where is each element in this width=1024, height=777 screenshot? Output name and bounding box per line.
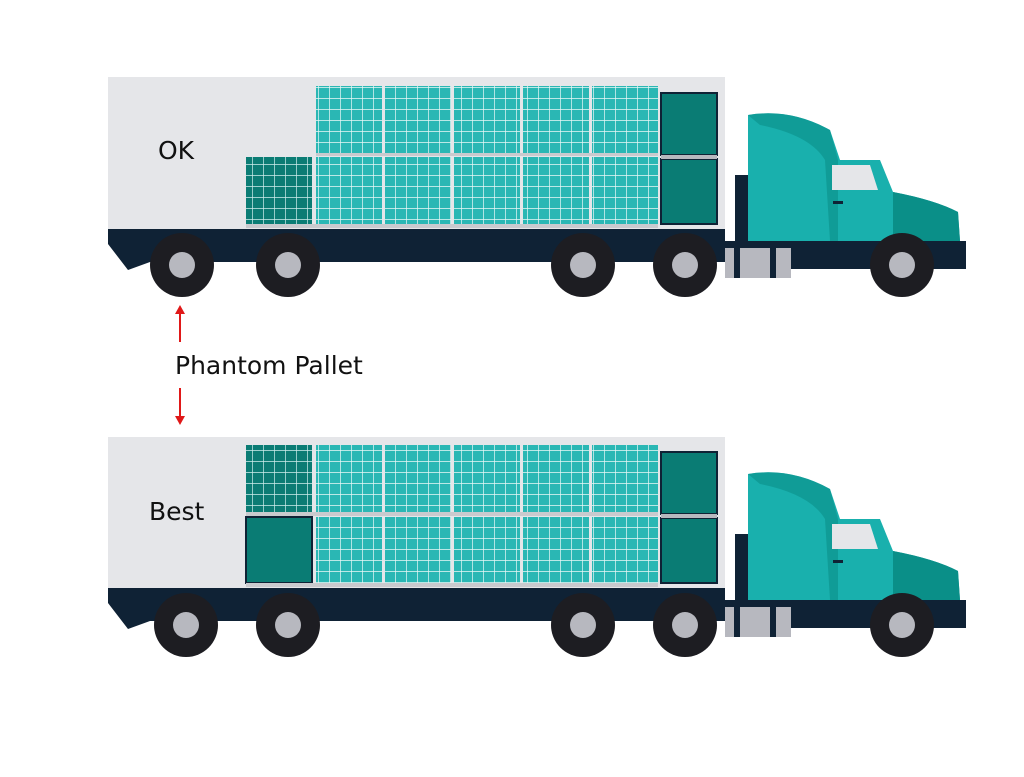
panel-stack xyxy=(592,445,658,512)
panel-stack xyxy=(592,86,658,153)
wheel xyxy=(870,593,934,657)
panel-stack xyxy=(385,517,451,583)
wheel xyxy=(551,593,615,657)
panel-stack xyxy=(592,157,658,224)
panel-stack xyxy=(523,517,589,583)
panel-stack xyxy=(523,445,589,512)
cab-window xyxy=(832,524,878,549)
phantom-pallet-arrows xyxy=(175,305,185,425)
panel-stack xyxy=(592,517,658,583)
wheel xyxy=(870,233,934,297)
panel-stack xyxy=(316,517,382,583)
truck-ok xyxy=(108,77,966,297)
truck-label-ok: OK xyxy=(158,136,195,165)
crate xyxy=(660,92,718,156)
panel-stack xyxy=(316,86,382,153)
panel-stack xyxy=(454,86,520,153)
wheel xyxy=(653,233,717,297)
wheel xyxy=(154,593,218,657)
phantom-pallet-label: Phantom Pallet xyxy=(175,351,363,380)
dark-panel-pallet xyxy=(246,445,312,512)
panel-stack xyxy=(454,445,520,512)
panel-stack xyxy=(316,157,382,224)
crate xyxy=(660,517,718,584)
panel-stack xyxy=(385,86,451,153)
crate xyxy=(660,451,718,515)
panel-stack xyxy=(454,157,520,224)
wheel xyxy=(653,593,717,657)
wheel xyxy=(256,233,320,297)
panel-stack xyxy=(523,86,589,153)
wheel xyxy=(551,233,615,297)
truck-label-best: Best xyxy=(149,497,205,526)
wheel xyxy=(150,233,214,297)
truck-best xyxy=(108,437,966,657)
wheel xyxy=(256,593,320,657)
cab-window xyxy=(832,165,878,190)
panel-stack xyxy=(523,157,589,224)
panel-stack xyxy=(385,445,451,512)
panel-stack xyxy=(454,517,520,583)
panel-stack xyxy=(316,445,382,512)
dark-panel-pallet xyxy=(246,157,312,224)
crate xyxy=(245,516,313,584)
crate xyxy=(660,158,718,225)
panel-stack xyxy=(385,157,451,224)
